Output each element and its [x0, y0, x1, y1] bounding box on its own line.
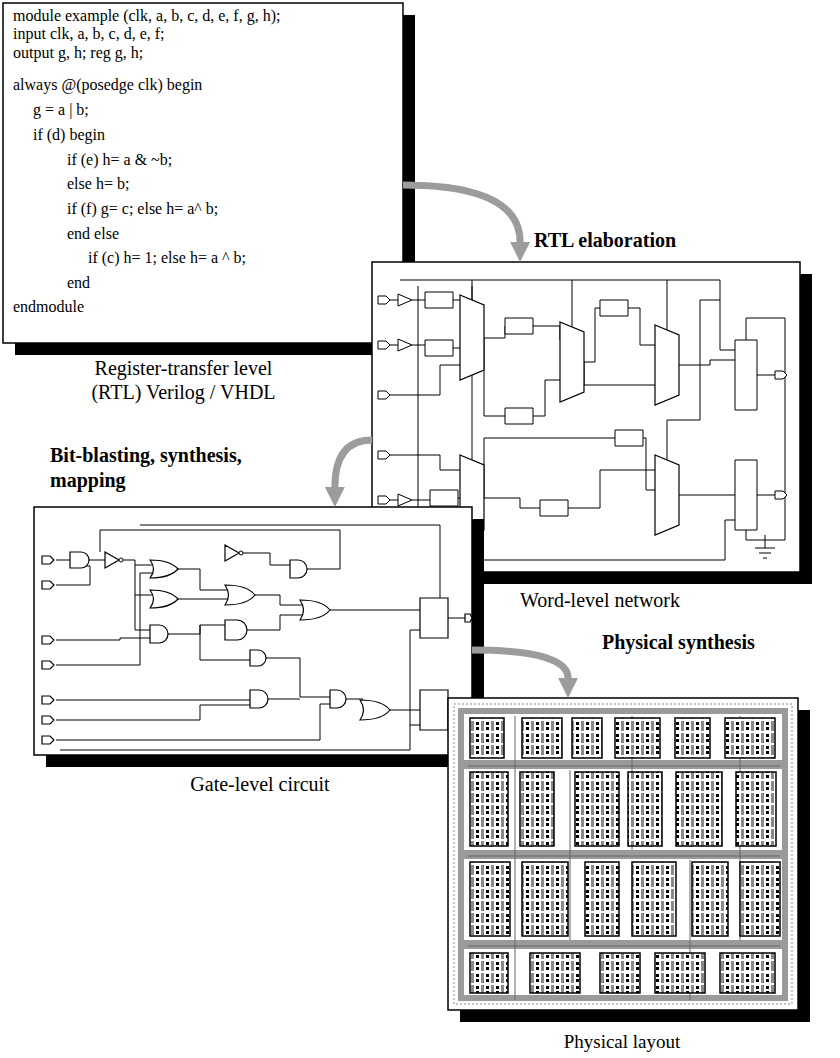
code-line: module example (clk, a, b, c, d, e, f, g…	[13, 7, 280, 25]
diagram-panel: Gate-level circuit	[34, 507, 472, 755]
mux-symbols	[460, 295, 679, 540]
panel-frame	[448, 698, 798, 1010]
code-line: else h= b;	[67, 175, 129, 193]
step-label: Physical synthesis	[600, 630, 824, 655]
diagram-panel: Word-level network	[372, 262, 800, 572]
panel-caption: Register-transfer level (RTL) Verilog / …	[71, 356, 296, 404]
power-rails	[458, 708, 788, 1001]
panel-frame	[3, 3, 403, 343]
code-line: if (f) g= c; else h= a^ b;	[67, 200, 218, 218]
diagram-panel: module example (clk, a, b, c, d, e, f, g…	[3, 3, 403, 343]
code-line: always @(posedge clk) begin	[13, 76, 202, 94]
inverter-bubbles	[119, 551, 243, 562]
panel-caption: Physical layout	[472, 1030, 772, 1054]
code-line: if (d) begin	[33, 126, 105, 144]
diagram-panel: Physical layout	[448, 698, 798, 1010]
die-boundary	[454, 704, 792, 1004]
flow-arrow	[472, 650, 568, 678]
code-line: input clk, a, b, c, d, e, f;	[13, 25, 165, 43]
flow-arrow	[335, 440, 372, 487]
panel-caption: Gate-level circuit	[110, 772, 410, 796]
code-line: endmodule	[13, 298, 84, 316]
code-line: g = a | b;	[33, 101, 89, 119]
logic-gates	[42, 545, 472, 744]
step-label: Bit-blasting, synthesis, mapping	[48, 443, 312, 493]
code-line: output g, h; reg g, h;	[13, 44, 143, 62]
panel-frame	[34, 507, 472, 755]
operator-boxes	[425, 292, 757, 530]
standard-cells	[470, 718, 780, 993]
routing-wires	[468, 716, 780, 1000]
flow-arrow	[403, 185, 520, 242]
step-label: RTL elaboration	[532, 228, 736, 253]
code-line: end	[67, 274, 90, 292]
code-line: if (c) h= 1; else h= a ^ b;	[88, 249, 246, 267]
code-line: if (e) h= a & ~b;	[67, 151, 172, 169]
code-line: end else	[67, 225, 119, 243]
panel-caption: Word-level network	[450, 588, 750, 612]
